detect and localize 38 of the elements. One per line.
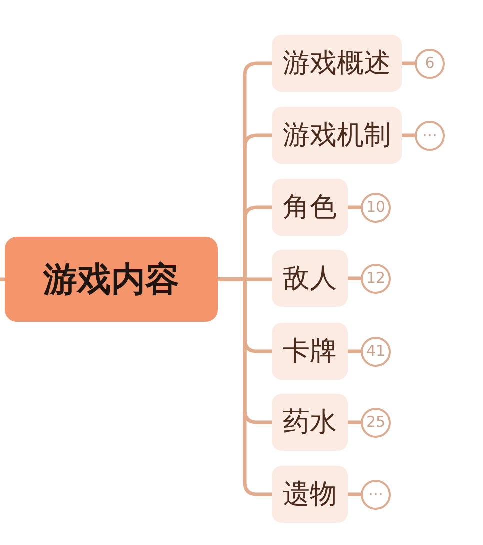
subtopic-box bbox=[272, 250, 348, 307]
subtopic-label: 遗物 bbox=[283, 481, 337, 508]
count-badge bbox=[361, 264, 391, 294]
subtopic-label: 游戏机制 bbox=[283, 122, 391, 149]
count-badge bbox=[361, 408, 391, 438]
subtopic-label: 角色 bbox=[283, 194, 337, 221]
count-badge bbox=[361, 192, 391, 222]
subtopic-label: 卡牌 bbox=[283, 338, 337, 365]
central-topic-label: 游戏内容 bbox=[44, 262, 180, 296]
count-label: 10 bbox=[366, 200, 386, 215]
count-label: 41 bbox=[366, 344, 386, 359]
subtopic-box bbox=[272, 394, 348, 451]
subtopic-box bbox=[272, 107, 402, 164]
count-label: ⋯ bbox=[422, 128, 438, 143]
subtopic-label: 游戏概述 bbox=[283, 50, 391, 77]
count-badge bbox=[361, 480, 391, 510]
subtopic-label: 药水 bbox=[283, 409, 337, 436]
connector-line bbox=[348, 276, 361, 280]
connector-line bbox=[402, 134, 415, 138]
count-label: 6 bbox=[425, 56, 435, 71]
connector-line bbox=[348, 420, 361, 424]
subtopic-box bbox=[272, 466, 348, 523]
central-topic-box bbox=[5, 237, 218, 322]
connector-line bbox=[402, 62, 415, 66]
count-label: ⋯ bbox=[368, 487, 384, 502]
connector-line bbox=[348, 350, 361, 354]
subtopic-box bbox=[272, 179, 348, 236]
connector-line bbox=[348, 492, 361, 496]
count-label: 25 bbox=[366, 415, 386, 430]
connector-line bbox=[0, 278, 5, 282]
count-badge bbox=[415, 120, 445, 150]
subtopic-label: 敌人 bbox=[283, 265, 337, 292]
count-badge bbox=[415, 48, 445, 78]
subtopic-box bbox=[272, 323, 348, 380]
subtopic-box bbox=[272, 35, 402, 92]
count-badge bbox=[361, 336, 391, 366]
connector-line bbox=[348, 206, 361, 210]
count-label: 12 bbox=[366, 271, 386, 286]
